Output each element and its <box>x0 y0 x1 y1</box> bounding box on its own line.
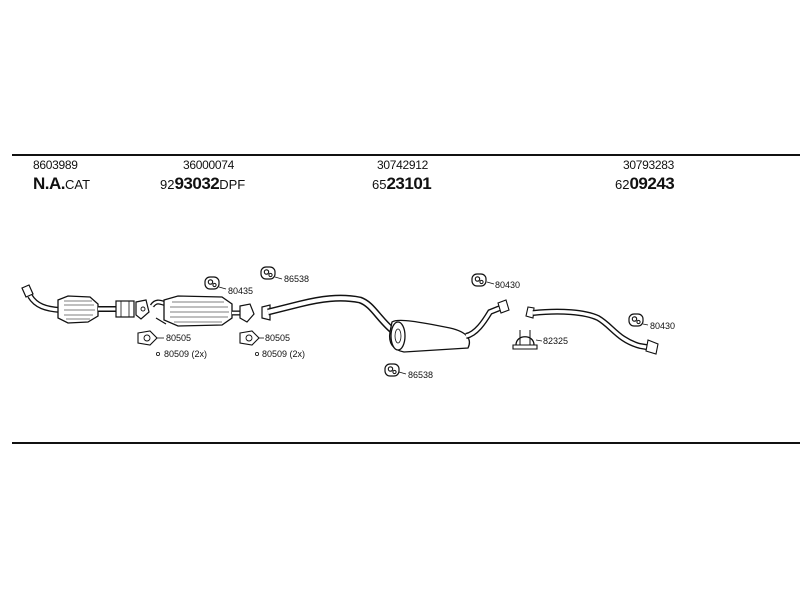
column-header-tailpipe: 30793283 6209243 <box>615 158 675 194</box>
part-code-suffix: CAT <box>65 177 91 192</box>
hanger-label: 80430 <box>650 321 675 331</box>
column-header-cat: 8603989 N.A.CAT <box>33 158 90 194</box>
hanger-label: 80435 <box>228 286 253 296</box>
gasket-icon <box>239 330 260 346</box>
hanger-icon <box>628 313 644 327</box>
part-code-main: 09243 <box>629 174 675 193</box>
hanger-label: 86538 <box>408 370 433 380</box>
clamp-icon <box>512 330 538 350</box>
part-number: 36000074 <box>183 158 234 172</box>
gasket-label: 80505 <box>265 333 290 343</box>
gasket-icon <box>137 330 158 346</box>
hanger-icon <box>260 266 276 280</box>
bolt-icon <box>155 351 160 356</box>
part-code-prefix: 62 <box>615 177 630 192</box>
clamp-label: 82325 <box>543 336 568 346</box>
part-code-main: 93032 <box>174 174 220 193</box>
tail-pipe <box>525 306 659 355</box>
part-code: 6209243 <box>615 174 675 194</box>
diesel-particulate-filter <box>149 295 255 327</box>
catalytic-converter <box>21 284 135 324</box>
part-code-main: N.A. <box>33 174 66 193</box>
hanger-label: 86538 <box>284 274 309 284</box>
column-header-middle-silencer: 30742912 6523101 <box>372 158 432 194</box>
part-code-suffix: DPF <box>219 177 246 192</box>
column-header-dpf: 36000074 9293032DPF <box>160 158 245 194</box>
part-code-prefix: 92 <box>160 177 175 192</box>
flange-1 <box>135 299 150 320</box>
bolt-icon <box>254 351 259 356</box>
bolt-label: 80509 (2x) <box>262 349 305 359</box>
hanger-label: 80430 <box>495 280 520 290</box>
part-number: 8603989 <box>33 158 78 172</box>
hanger-icon <box>384 363 400 377</box>
part-code: 9293032DPF <box>160 174 245 194</box>
part-code-main: 23101 <box>386 174 432 193</box>
part-code-prefix: 65 <box>372 177 387 192</box>
middle-silencer-assembly <box>261 294 510 353</box>
part-number: 30742912 <box>377 158 428 172</box>
part-code: 6523101 <box>372 174 432 194</box>
gasket-label: 80505 <box>166 333 191 343</box>
bottom-divider-line <box>12 442 800 444</box>
hanger-icon <box>204 276 220 290</box>
part-number: 30793283 <box>623 158 674 172</box>
bolt-label: 80509 (2x) <box>164 349 207 359</box>
top-divider-line <box>12 154 800 156</box>
hanger-icon <box>471 273 487 287</box>
part-code: N.A.CAT <box>33 174 90 194</box>
